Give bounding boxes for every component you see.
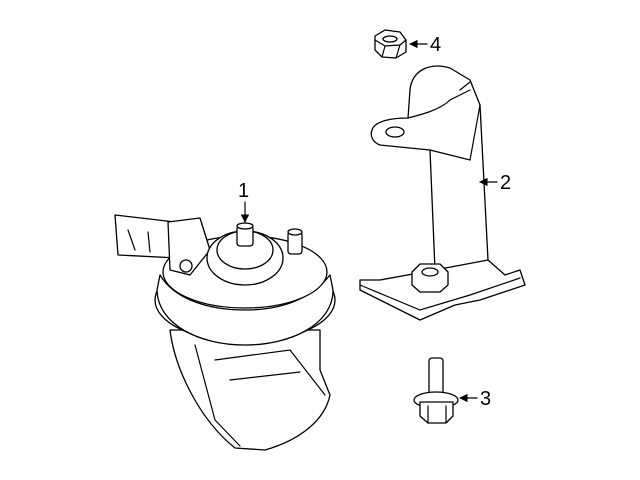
callout-1: 1 [238,180,250,223]
horn-part [114,214,336,451]
nut-part [374,29,407,59]
bolt-part [413,357,459,424]
callout-3: 3 [459,388,491,410]
callout-label-2: 2 [500,172,511,194]
callout-label-1: 1 [238,180,249,202]
callout-4: 4 [409,34,441,56]
callout-label-4: 4 [430,34,441,56]
callout-label-3: 3 [480,388,491,410]
bracket-part [359,65,526,321]
callout-2: 2 [479,172,511,194]
